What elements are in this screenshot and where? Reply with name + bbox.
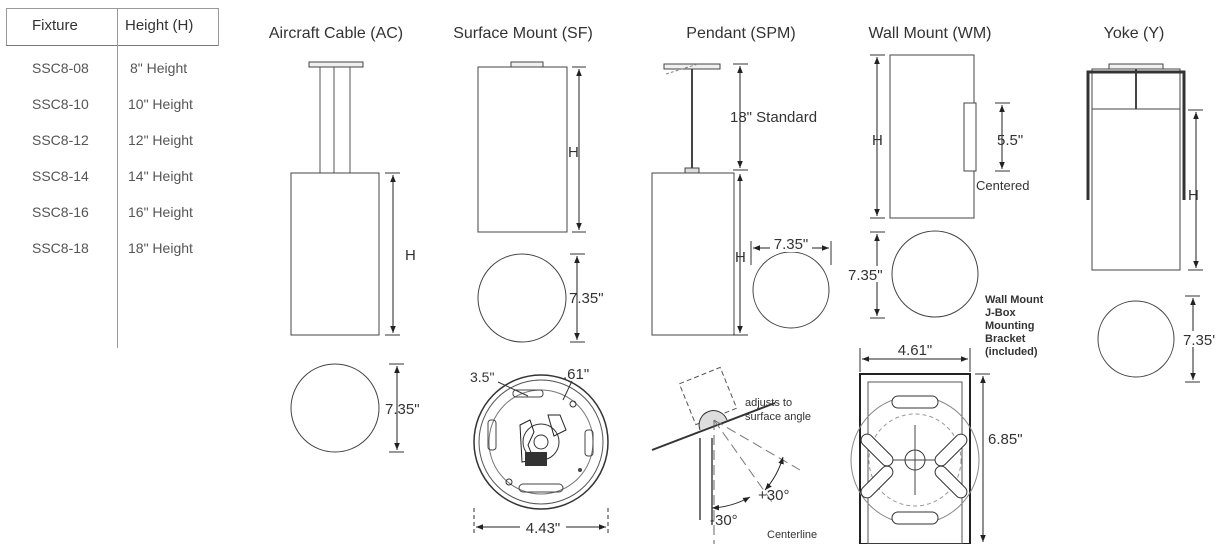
pendant-swivel-detail xyxy=(651,366,801,544)
table-row-fixture: SSC8-16 xyxy=(32,204,89,220)
table-row-height: 10" Height xyxy=(128,96,193,112)
label-mask xyxy=(896,342,936,358)
aircraft-cable-fixture-body xyxy=(290,172,380,336)
plate-width-label: 4.43" xyxy=(526,520,561,537)
table-right-border xyxy=(218,8,219,46)
height-label: H xyxy=(405,247,416,264)
plate-outer-leader xyxy=(497,381,529,397)
pendant-plan-view xyxy=(752,251,830,329)
bracket-note-line: Wall Mount xyxy=(985,294,1044,306)
table-row-fixture: SSC8-14 xyxy=(32,168,89,184)
surface-mount-fixture-body xyxy=(477,66,568,233)
table-row-fixture: SSC8-12 xyxy=(32,132,89,148)
aircraft-cable-drawing: Aircraft Cable (AC) H 7.35" xyxy=(269,25,420,453)
plate-hole-label: .61" xyxy=(563,366,589,383)
table-row-fixture: SSC8-10 xyxy=(32,96,89,112)
wall-mount-fixture-body xyxy=(889,54,975,219)
yoke-plan-view xyxy=(1097,300,1175,378)
table-header-divider xyxy=(6,45,218,46)
diameter-label: 7.35' xyxy=(1183,332,1215,349)
label-mask xyxy=(1182,331,1221,347)
table-left-border xyxy=(6,8,7,46)
pendant-fixture-body xyxy=(651,172,735,336)
diameter-label: 7.35" xyxy=(569,290,604,307)
column-header-fixture: Fixture xyxy=(32,17,78,34)
bracket-note-line: (included) xyxy=(985,346,1038,358)
plate-outer-label: 3.5" xyxy=(470,369,494,385)
adjust-note-line: surface angle xyxy=(745,411,811,423)
diameter-label: 7.35" xyxy=(774,236,809,253)
yoke-canopy xyxy=(1108,63,1164,70)
table-row-fixture: SSC8-18 xyxy=(32,240,89,256)
table-row-height: 8" Height xyxy=(130,60,188,76)
pendant-canopy xyxy=(663,63,721,70)
yoke-drawing: Yoke (Y) H 7.35' xyxy=(1086,25,1221,383)
bracket-note-line: Bracket xyxy=(985,333,1026,345)
bracket-height-label: 6.85" xyxy=(988,431,1023,448)
column-header-height: Height (H) xyxy=(125,17,194,34)
angle-plus-label: +30° xyxy=(758,487,789,504)
stem-length-label: 18" Standard xyxy=(730,109,817,126)
pendant-title: Pendant (SPM) xyxy=(686,25,795,42)
wall-mount-drawing: Wall Mount (WM) H 5.5" Centered 7.35" Wa… xyxy=(848,25,1044,544)
label-mask xyxy=(770,236,812,252)
table-row-height: 14" Height xyxy=(128,168,193,184)
angle-minus-label: -30° xyxy=(710,512,738,529)
yoke-arm xyxy=(1086,70,1186,200)
plate-height-label: 5.5" xyxy=(997,132,1023,149)
centerline-label: Centerline xyxy=(767,529,817,541)
plate-hole-leader xyxy=(562,380,573,401)
adjust-note-line: adjusts to xyxy=(745,397,792,409)
table-top-border xyxy=(6,8,218,9)
diameter-label: 7.35" xyxy=(848,267,883,284)
table-row-fixture: SSC8-08 xyxy=(32,60,89,76)
fixture-height-table: Fixture Height (H) SSC8-08 8" Height SSC… xyxy=(0,0,225,350)
pendant-coupling xyxy=(684,167,700,174)
table-row-height: 12" Height xyxy=(128,132,193,148)
table-row-height: 18" Height xyxy=(128,240,193,256)
height-label: H xyxy=(1188,187,1199,204)
label-mask xyxy=(988,430,1030,446)
bracket-note-line: J-Box xyxy=(985,307,1016,319)
surface-mount-canopy xyxy=(510,61,544,68)
height-label: H xyxy=(735,249,746,266)
wall-plate xyxy=(963,102,977,172)
bracket-note-line: Mounting xyxy=(985,320,1034,332)
surface-mount-plate xyxy=(473,374,609,510)
diameter-label: 7.35" xyxy=(385,401,420,418)
aircraft-cable-plan-view xyxy=(290,363,380,453)
label-mask xyxy=(848,266,888,282)
aircraft-cable-title: Aircraft Cable (AC) xyxy=(269,25,403,42)
table-row-height: 16" Height xyxy=(128,204,193,220)
yoke-title: Yoke (Y) xyxy=(1104,25,1165,42)
bracket-width-label: 4.61" xyxy=(898,342,933,359)
surface-mount-title: Surface Mount (SF) xyxy=(453,25,593,42)
wall-mount-bracket xyxy=(850,373,980,544)
slope-indicator xyxy=(665,63,699,75)
centered-label: Centered xyxy=(976,178,1029,193)
surface-mount-plan-view xyxy=(477,253,567,343)
height-label: H xyxy=(872,132,883,149)
wall-mount-title: Wall Mount (WM) xyxy=(869,25,992,42)
label-mask xyxy=(520,518,566,536)
ceiling-canopy xyxy=(308,61,364,68)
surface-mount-drawing: Surface Mount (SF) H 7.35" xyxy=(453,25,609,537)
height-label: H xyxy=(568,144,579,161)
wall-mount-plan-view xyxy=(891,230,979,318)
table-column-divider xyxy=(117,8,118,348)
pendant-drawing: Pendant (SPM) 18" Standard H 7.35" xyxy=(651,25,832,544)
